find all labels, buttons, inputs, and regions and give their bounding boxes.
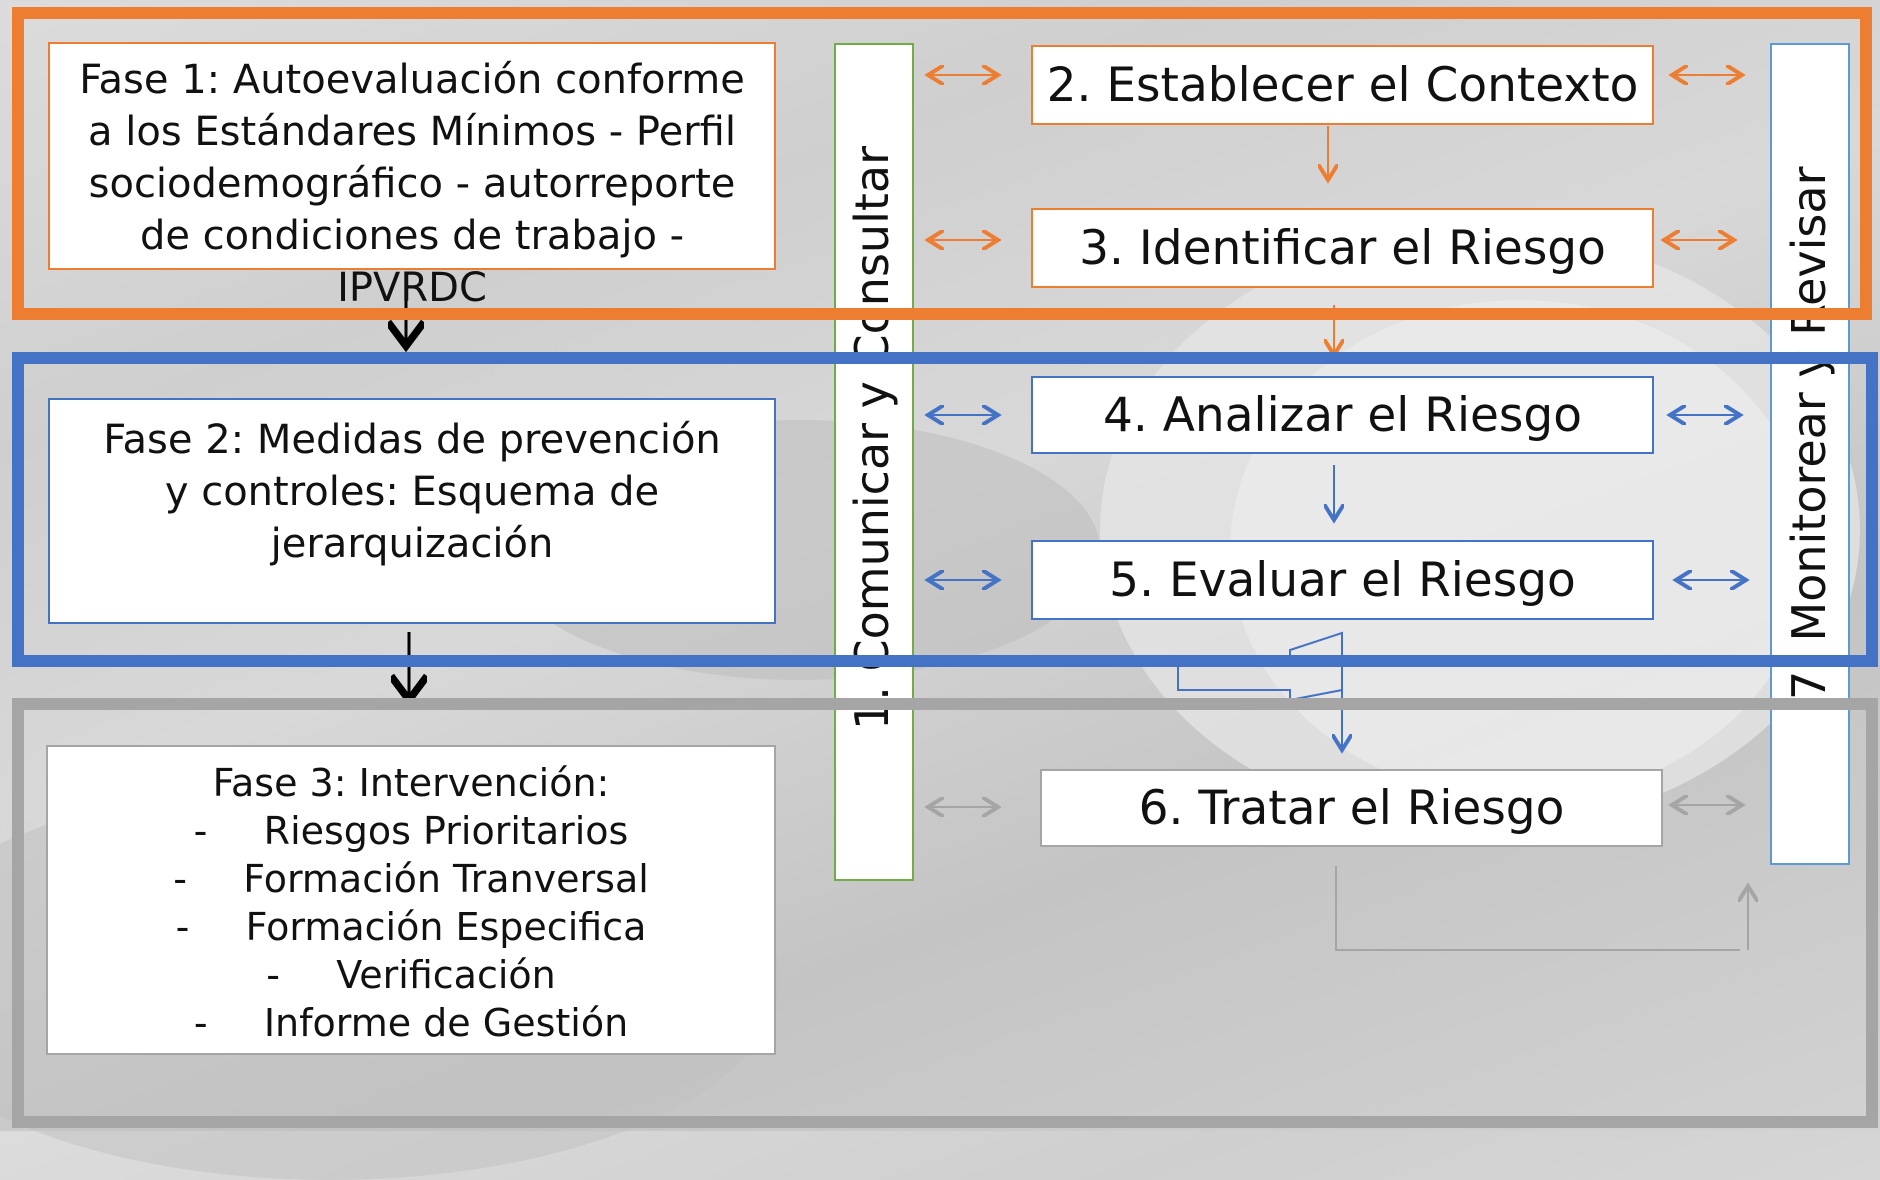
connector-arrows: [0, 0, 1880, 951]
phase-3-item-text: Riesgos Prioritarios: [263, 809, 629, 853]
phase-3-item: -Formación Especifica: [175, 905, 647, 949]
step-label: 4. Analizar el Riesgo: [1103, 387, 1582, 443]
step-label: 2. Establecer el Contexto: [1046, 57, 1639, 113]
monitor-review-column: [1770, 43, 1850, 865]
phase-3-item: -Verificación: [266, 953, 556, 997]
phase-3-item: -Formación Tranversal: [173, 857, 649, 901]
phase-3-item-text: Informe de Gestión: [263, 1001, 629, 1045]
step-analyze-risk: 4. Analizar el Riesgo: [1031, 376, 1654, 454]
phase-2-frame: [12, 352, 1878, 667]
communicate-consult-column: [834, 43, 914, 881]
phase-1-text: Fase 1: Autoevaluación conforme a los Es…: [79, 57, 745, 311]
step-establish-context: 2. Establecer el Contexto: [1031, 45, 1654, 125]
step-treat-risk: 6. Tratar el Riesgo: [1040, 769, 1663, 847]
phase-1-frame: [12, 7, 1872, 320]
phase-3-box: Fase 3: Intervención: -Riesgos Prioritar…: [46, 745, 776, 1055]
phase-3-title: Fase 3: Intervención:: [212, 761, 610, 805]
phase-3-frame: [12, 698, 1878, 1128]
phase-3-item: -Informe de Gestión: [193, 1001, 629, 1045]
step-label: 3. Identificar el Riesgo: [1079, 220, 1606, 276]
phase-2-box: Fase 2: Medidas de prevención y controle…: [48, 398, 776, 624]
phase-3-item-text: Formación Tranversal: [243, 857, 649, 901]
phase-1-box: Fase 1: Autoevaluación conforme a los Es…: [48, 42, 776, 311]
phase-3-item-text: Verificación: [336, 953, 556, 997]
phase-3-item-text: Formación Especifica: [245, 905, 647, 949]
phase-2-text: Fase 2: Medidas de prevención y controle…: [103, 417, 721, 567]
return-arrow-icon: [1177, 631, 1343, 702]
phase-3-item: -Riesgos Prioritarios: [193, 809, 629, 853]
step-evaluate-risk: 5. Evaluar el Riesgo: [1031, 540, 1654, 620]
step-label: 6. Tratar el Riesgo: [1138, 780, 1565, 836]
return-arrow-icon: [1335, 866, 1740, 951]
step-identify-risk: 3. Identificar el Riesgo: [1031, 208, 1654, 288]
step-label: 5. Evaluar el Riesgo: [1109, 552, 1576, 608]
